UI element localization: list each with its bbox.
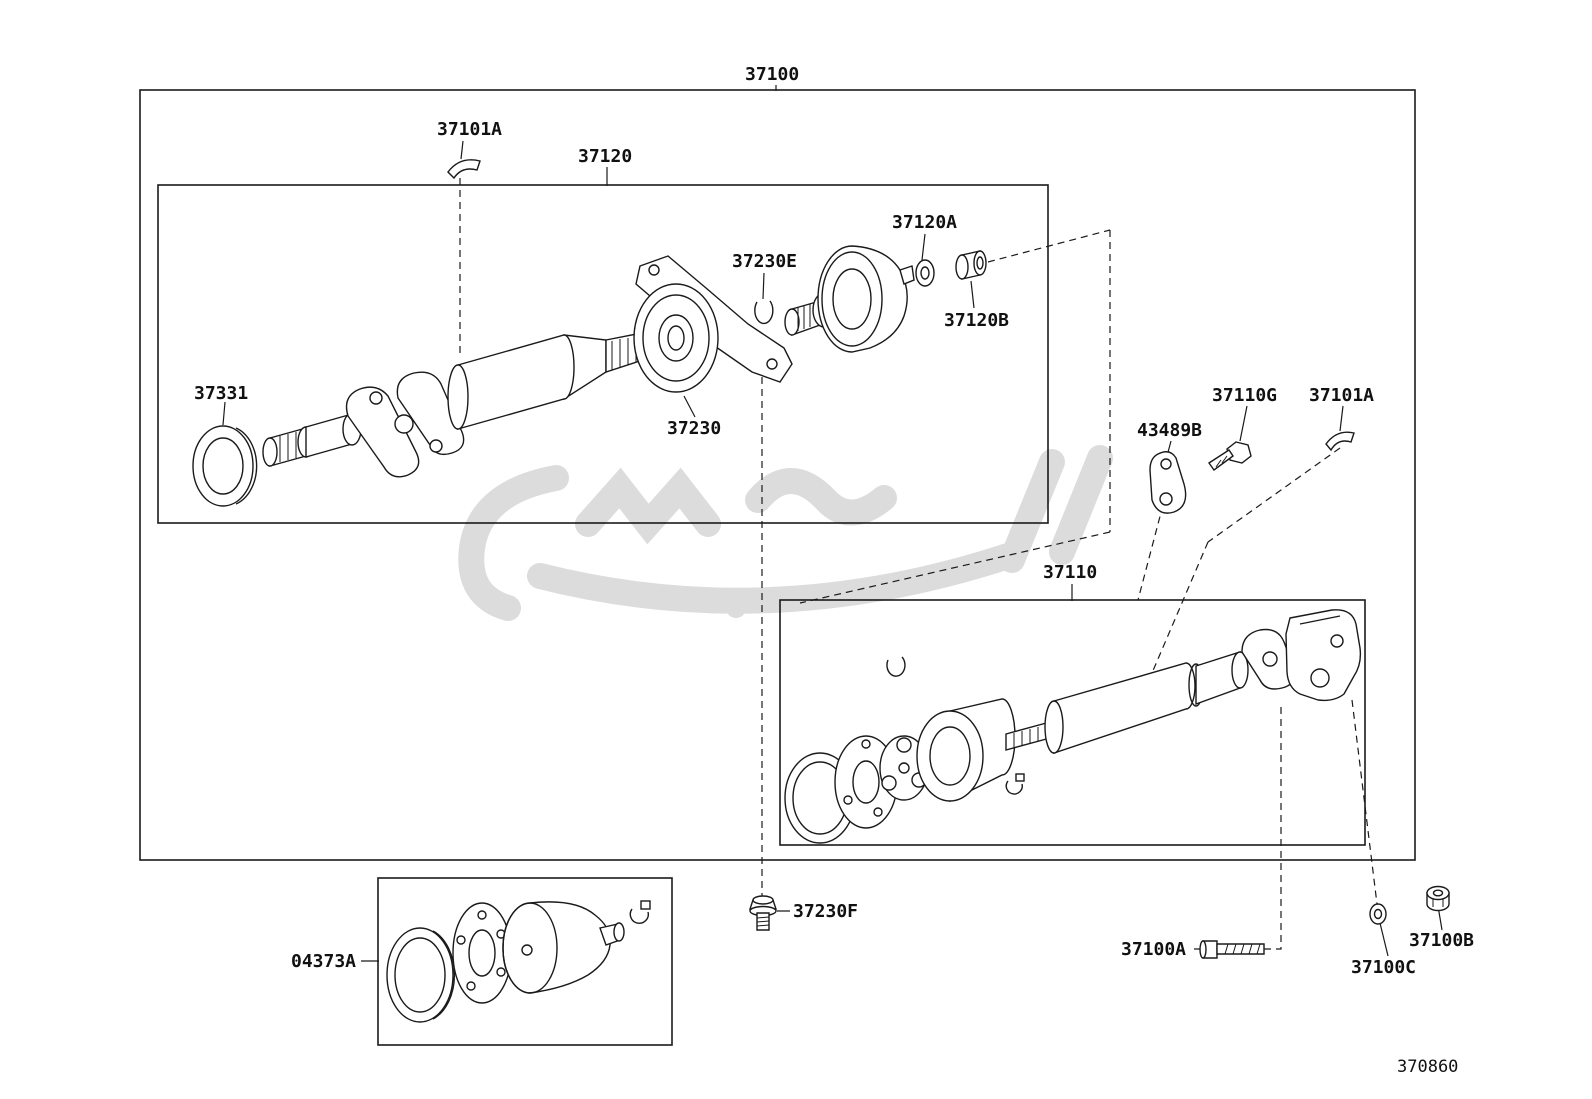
- part-43489B-bracket: [1149, 451, 1187, 514]
- boot-kit-cover: [502, 901, 625, 994]
- part-37120A-drawing: [915, 259, 935, 287]
- boot-kit-clamp: [629, 900, 651, 924]
- part-label-37100: 37100: [745, 64, 800, 85]
- part-label-37110: 37110: [1043, 562, 1098, 583]
- part-label-43489B: 43489B: [1137, 420, 1203, 441]
- front-shaft-tube: [447, 334, 607, 430]
- boot-kit-plate: [452, 902, 512, 1004]
- inner-box-37120: [157, 184, 1049, 524]
- rear-propeller-shaft-drawing: [784, 609, 1362, 844]
- watermark-logo: [458, 445, 1113, 621]
- rear-circlip: [886, 656, 906, 677]
- part-37331-drawing: [192, 425, 258, 507]
- rear-shaft-tube: [1044, 662, 1204, 754]
- part-37230-center-bearing-drawing: [633, 255, 793, 393]
- assembly-boxes: [139, 89, 1416, 1046]
- part-label-37230F: 37230F: [793, 901, 859, 922]
- front-shaft-sleeve: [305, 412, 362, 458]
- part-37230F-bolt: [749, 895, 777, 931]
- part-label-37120B: 37120B: [944, 310, 1010, 331]
- front-universal-joint: [345, 371, 465, 478]
- rear-cv-housing: [916, 698, 1016, 803]
- part-37120B-drawing: [955, 250, 987, 280]
- boot-kit-drawing: [386, 900, 651, 1023]
- part-label-37120: 37120: [578, 146, 633, 167]
- rear-flange-yoke: [1285, 609, 1362, 702]
- part-label-37100B: 37100B: [1409, 930, 1475, 951]
- part-label-37230E: 37230E: [732, 251, 798, 272]
- part-label-37331: 37331: [194, 383, 249, 404]
- part-37101A-left-clip: [447, 159, 481, 180]
- front-propeller-shaft-drawing: [192, 245, 987, 507]
- boot-kit-ring: [386, 927, 456, 1023]
- part-label-37100A: 37100A: [1121, 939, 1187, 960]
- part-label-37100C: 37100C: [1351, 957, 1417, 978]
- drawing-number: 370860: [1397, 1057, 1459, 1077]
- front-cv-joint-housing: [817, 245, 915, 353]
- part-label-04373A: 04373A: [291, 951, 357, 972]
- rear-boot-clamp: [1005, 773, 1025, 795]
- rear-slip-sleeve: [1195, 651, 1249, 705]
- part-label-37101A-right: 37101A: [1309, 385, 1375, 406]
- outer-box-37100: [139, 89, 1416, 861]
- dashed-reference-lines: [459, 178, 1378, 950]
- fasteners-group: [447, 159, 1450, 959]
- rear-cv-tripod: [879, 735, 929, 801]
- leader-lines: [222, 85, 1443, 962]
- part-label-37110G: 37110G: [1212, 385, 1278, 406]
- part-37100A-bolt: [1199, 940, 1265, 959]
- part-label-37230: 37230: [667, 418, 722, 439]
- part-label-37120A: 37120A: [892, 212, 958, 233]
- part-37110G-bolt: [1208, 441, 1252, 471]
- part-label-37101A-left: 37101A: [437, 119, 503, 140]
- part-37100B-nut: [1426, 885, 1450, 912]
- part-37230E-drawing: [754, 300, 774, 325]
- part-37100C-washer: [1369, 903, 1387, 925]
- part-37101A-right-clip: [1325, 431, 1355, 452]
